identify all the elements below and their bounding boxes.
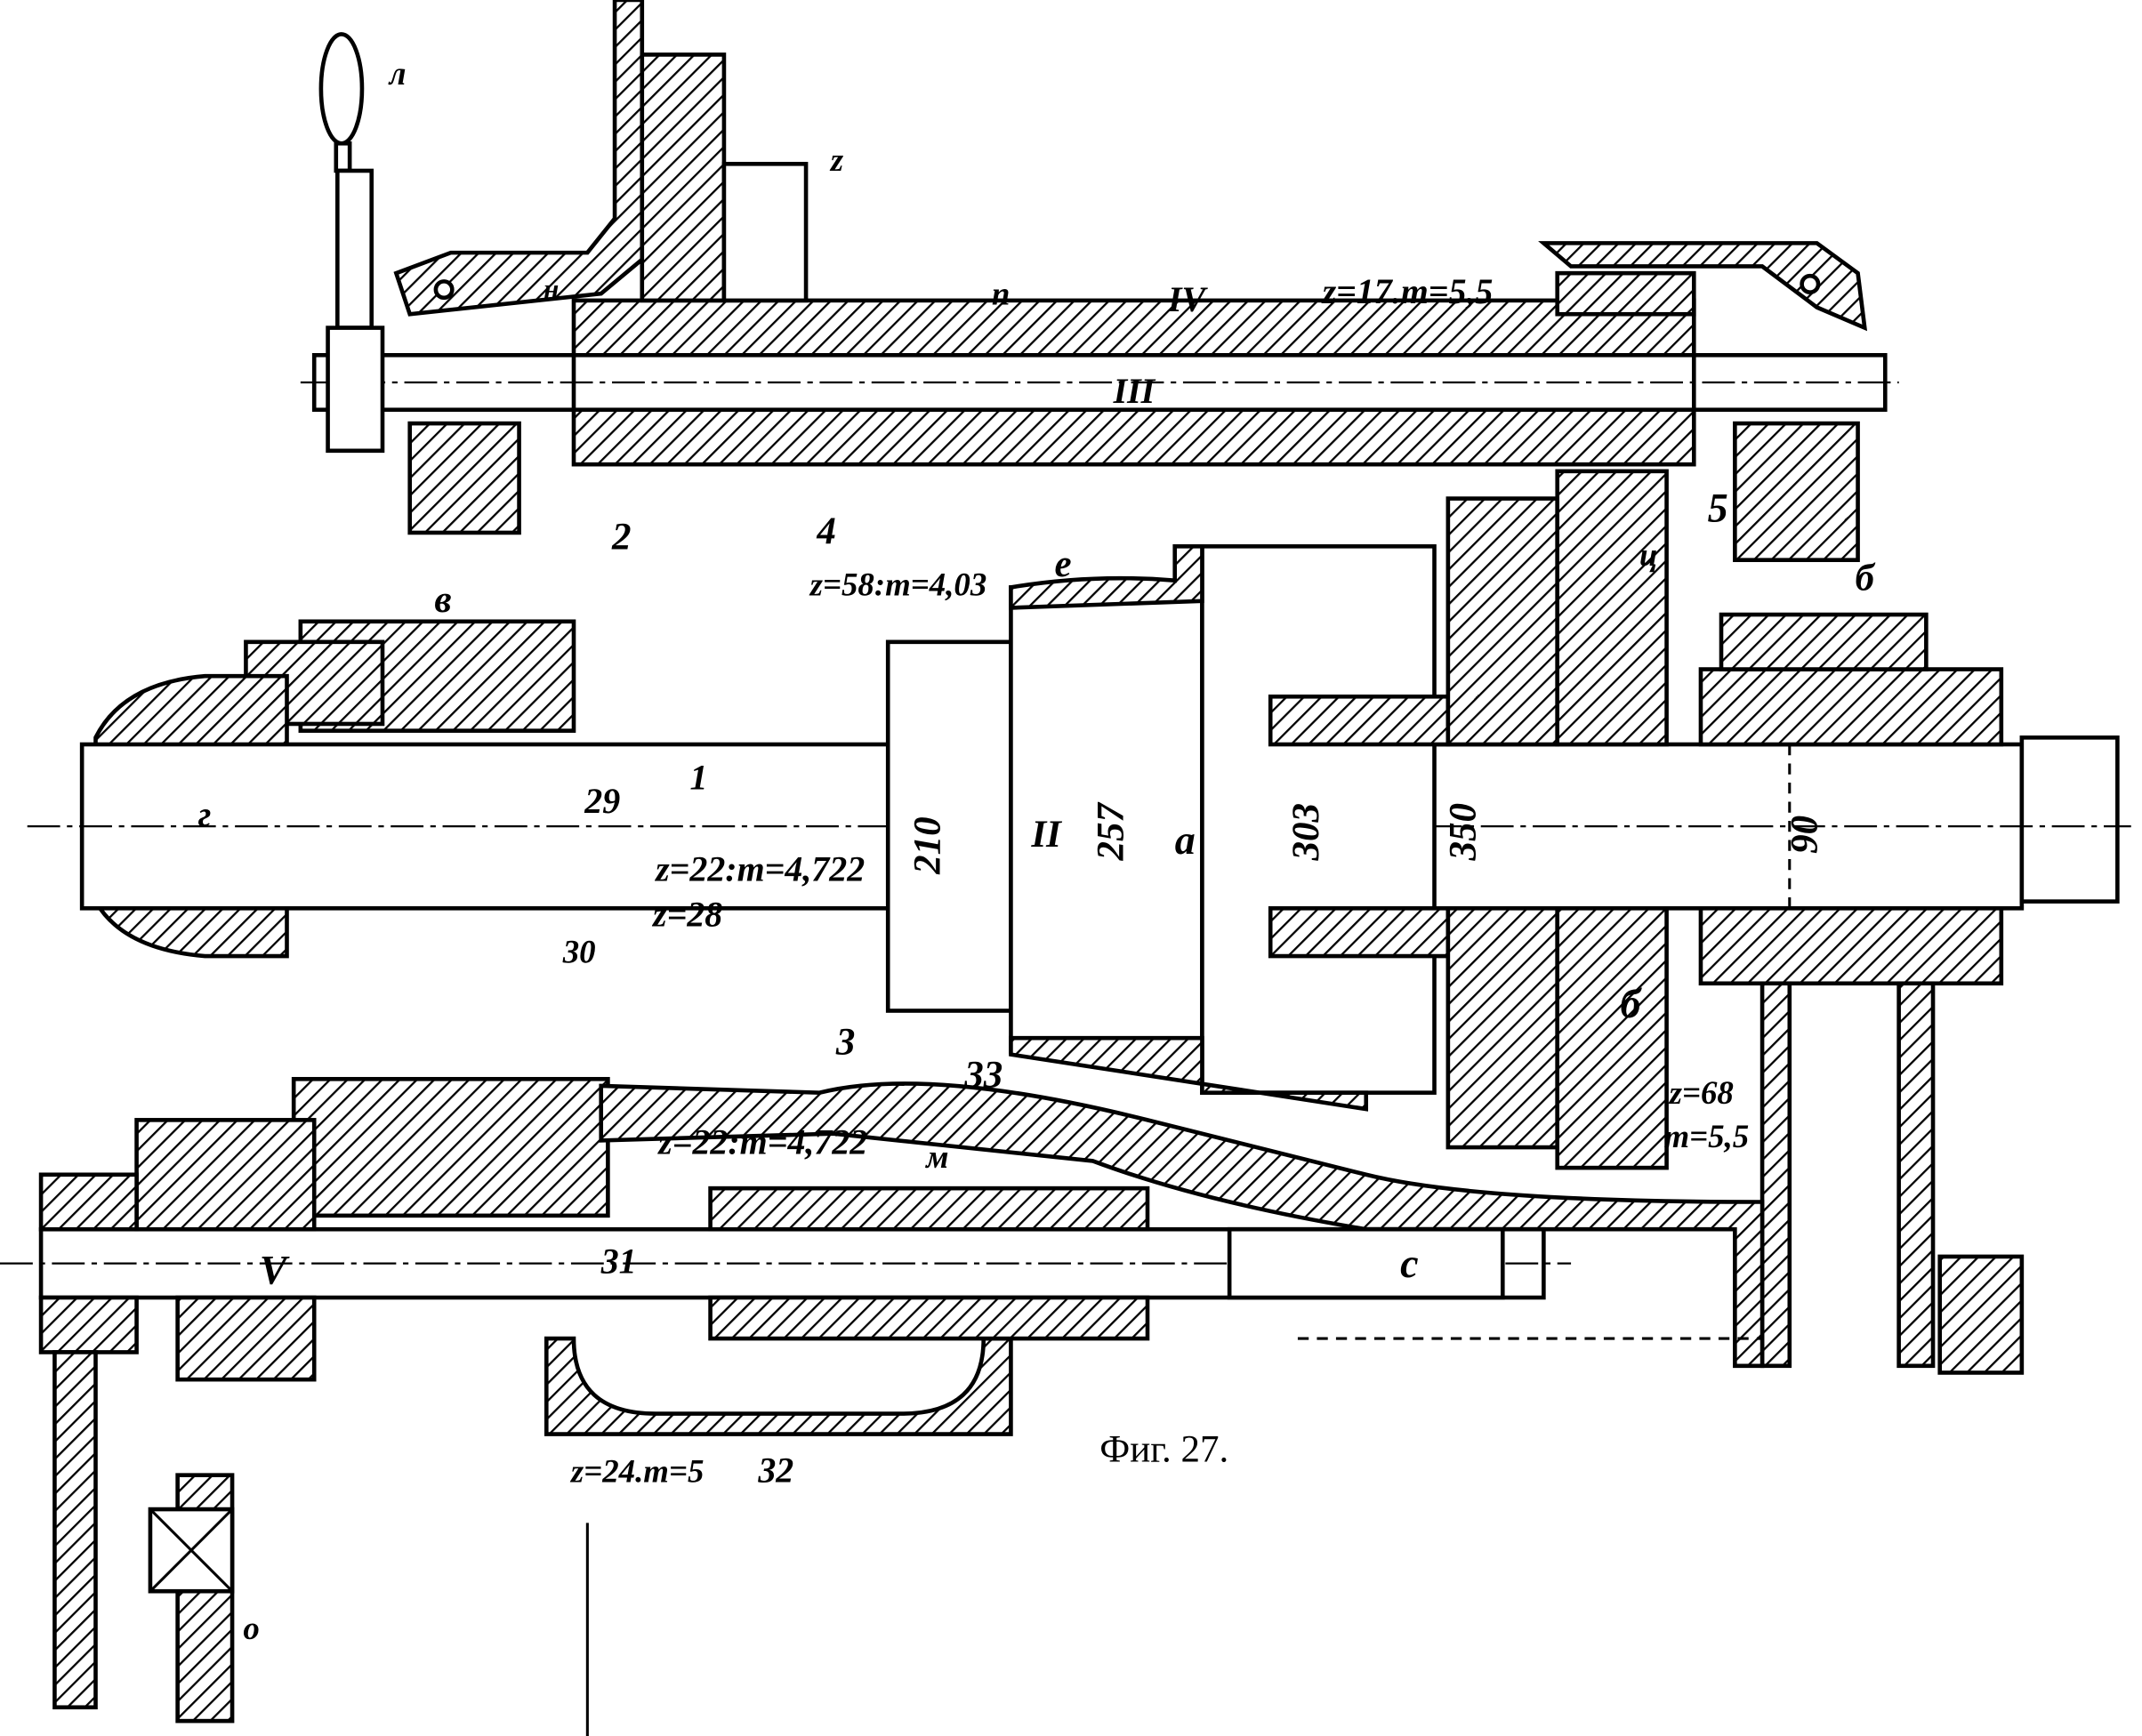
label-d257: 257 <box>1090 802 1131 862</box>
label-z22-top: z=22:m=4,722 <box>654 849 865 889</box>
label-29: 29 <box>584 781 620 821</box>
annotation-labels: л z н п IV z=17.m=5,5 III 2 4 5 z=58:m=4… <box>198 55 1876 1646</box>
label-d210: 210 <box>907 816 949 875</box>
label-c: c <box>1400 1241 1418 1286</box>
label-gear-z: z <box>829 141 844 178</box>
spindle-assembly <box>27 469 2131 1369</box>
label-z68: z=68 <box>1668 1074 1734 1111</box>
label-33: 33 <box>963 1054 1003 1096</box>
label-d303: 303 <box>1285 803 1327 862</box>
label-2: 2 <box>611 516 631 558</box>
label-z24: z=24.m=5 <box>569 1452 704 1489</box>
label-z58: z=58:m=4,03 <box>809 567 987 603</box>
label-p: п <box>992 275 1010 311</box>
label-b-lower: б <box>1620 981 1642 1026</box>
label-30: 30 <box>562 934 596 970</box>
label-e: e <box>1055 543 1072 585</box>
label-shaft-iii: III <box>1113 371 1156 411</box>
label-shaft-v: V <box>260 1248 290 1293</box>
lower-housing <box>0 1076 2025 1736</box>
label-3: 3 <box>835 1022 855 1064</box>
label-shaft-iv: IV <box>1167 279 1209 319</box>
label-z28: z=28 <box>651 894 722 934</box>
label-d350: 350 <box>1443 803 1485 862</box>
lever-handle <box>318 32 385 454</box>
figure-caption: Фиг. 27. <box>1099 1428 1228 1470</box>
label-m55: m=5,5 <box>1664 1118 1750 1154</box>
upper-shaft-assembly <box>300 0 1899 562</box>
label-32: 32 <box>757 1450 793 1490</box>
label-n: н <box>544 274 559 304</box>
label-o: o <box>243 1610 259 1646</box>
label-ts: ц <box>1639 536 1657 573</box>
label-z22-bottom: z=22:m=4,722 <box>656 1122 867 1162</box>
label-31: 31 <box>600 1241 637 1281</box>
label-z17: z=17.m=5,5 <box>1321 271 1494 311</box>
label-d90: 90 <box>1784 816 1826 854</box>
label-a: a <box>1175 817 1196 863</box>
label-4: 4 <box>816 510 835 552</box>
label-g: г <box>198 794 212 834</box>
label-shaft-ii: II <box>1030 814 1062 856</box>
label-m: м <box>924 1138 948 1175</box>
label-v: в <box>434 579 451 621</box>
label-handle: л <box>388 55 407 92</box>
label-5: 5 <box>1708 486 1728 531</box>
label-b-right: б <box>1856 557 1876 599</box>
label-1: 1 <box>690 758 708 798</box>
